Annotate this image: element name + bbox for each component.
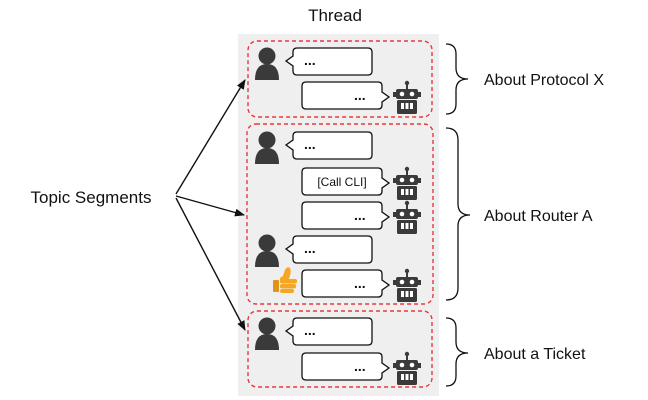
- segment-label-protocol-x: About Protocol X: [484, 72, 604, 89]
- bot-message-bubble: ...: [301, 201, 391, 230]
- segment-label-ticket: About a Ticket: [484, 346, 586, 363]
- message-ellipsis: ...: [304, 322, 316, 338]
- thumbs-up-icon: [273, 267, 297, 293]
- bot-call-bubble: [Call CLI]: [301, 167, 391, 196]
- right-brace-icon: [445, 317, 469, 387]
- right-brace-icon: [445, 127, 471, 301]
- message-ellipsis: ...: [304, 136, 316, 152]
- message-ellipsis: ...: [354, 87, 366, 103]
- arrow-icon: [175, 79, 246, 195]
- segment-box-2: [246, 123, 434, 305]
- message-ellipsis: ...: [354, 207, 366, 223]
- bot-message-bubble: ...: [301, 81, 391, 110]
- user-message-bubble: ...: [284, 317, 373, 346]
- message-ellipsis: ...: [304, 52, 316, 68]
- call-cli-label: [Call CLI]: [317, 175, 366, 189]
- arrow-icon: [175, 197, 246, 331]
- bot-message-bubble: ...: [301, 269, 391, 298]
- diagram-title: Thread: [308, 6, 362, 25]
- right-brace-icon: [445, 43, 469, 115]
- user-message-bubble: ...: [284, 235, 373, 264]
- arrow-icon: [175, 195, 245, 217]
- message-ellipsis: ...: [354, 358, 366, 374]
- message-ellipsis: ...: [354, 275, 366, 291]
- topic-segments-label: Topic Segments: [31, 188, 152, 207]
- user-message-bubble: ...: [284, 47, 373, 76]
- bot-message-bubble: ...: [301, 352, 391, 381]
- user-message-bubble: ...: [284, 131, 373, 160]
- message-ellipsis: ...: [304, 240, 316, 256]
- segment-label-router-a: About Router A: [484, 208, 593, 225]
